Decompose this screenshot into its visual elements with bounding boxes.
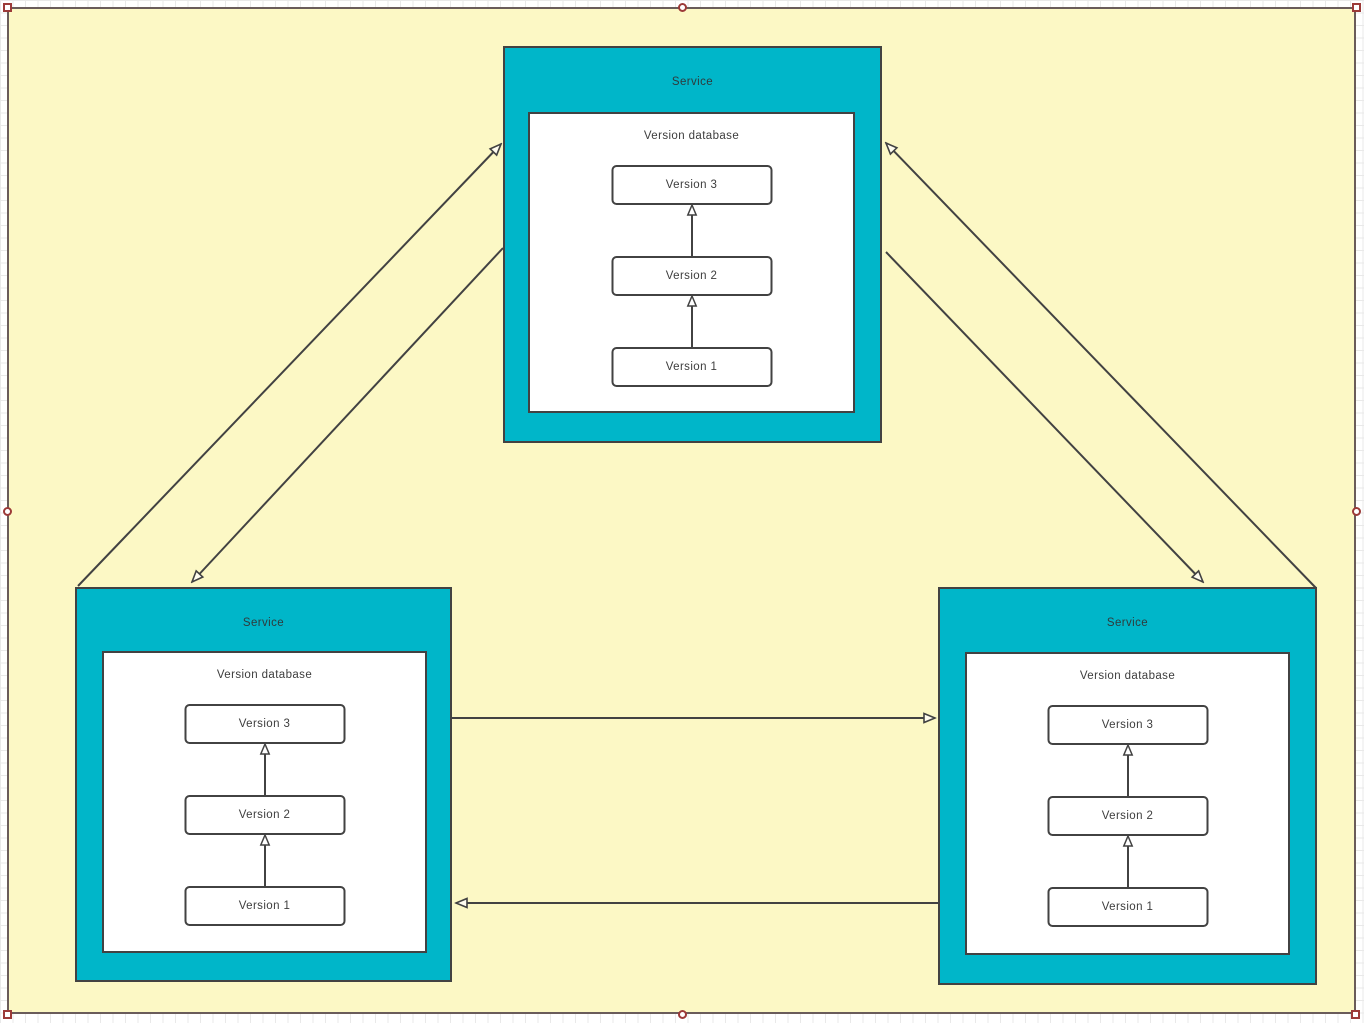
resize-handle-right-middle[interactable] <box>1352 507 1361 516</box>
version-1-box[interactable]: Version 1 <box>611 347 772 387</box>
connector-top-to-bl[interactable] <box>192 247 504 582</box>
up-arrow-connector[interactable] <box>684 294 700 348</box>
connector-br-to-top[interactable] <box>886 143 1317 589</box>
service-box-bottom-right[interactable]: Service Version database Version 3 Versi… <box>938 587 1317 985</box>
up-arrow-connector[interactable] <box>1120 834 1136 888</box>
version-database-box[interactable]: Version database Version 3 Version 2 Ver… <box>528 112 855 413</box>
resize-handle-left-middle[interactable] <box>3 507 12 516</box>
version-database-box[interactable]: Version database Version 3 Version 2 Ver… <box>965 652 1290 955</box>
version-3-box[interactable]: Version 3 <box>1047 705 1208 745</box>
version-2-box[interactable]: Version 2 <box>184 795 345 835</box>
service-title: Service <box>671 76 714 88</box>
version-1-box[interactable]: Version 1 <box>1047 887 1208 927</box>
up-arrow-connector[interactable] <box>257 742 273 796</box>
resize-handle-top-center[interactable] <box>678 3 687 12</box>
version-database-title: Version database <box>216 669 313 681</box>
version-database-title: Version database <box>1079 670 1176 682</box>
resize-handle-bottom-left[interactable] <box>3 1010 12 1019</box>
version-2-box[interactable]: Version 2 <box>1047 796 1208 836</box>
up-arrow-connector[interactable] <box>1120 743 1136 797</box>
version-1-box[interactable]: Version 1 <box>184 886 345 926</box>
connector-bl-to-top[interactable] <box>77 144 501 587</box>
version-database-title: Version database <box>643 130 740 142</box>
resize-handle-bottom-right[interactable] <box>1351 1010 1360 1019</box>
version-database-box[interactable]: Version database Version 3 Version 2 Ver… <box>102 651 427 953</box>
up-arrow-connector[interactable] <box>257 833 273 887</box>
service-box-bottom-left[interactable]: Service Version database Version 3 Versi… <box>75 587 452 982</box>
resize-handle-bottom-center[interactable] <box>678 1010 687 1019</box>
resize-handle-top-left[interactable] <box>3 3 12 12</box>
service-title: Service <box>242 617 285 629</box>
service-title: Service <box>1106 617 1149 629</box>
up-arrow-connector[interactable] <box>684 203 700 257</box>
version-2-box[interactable]: Version 2 <box>611 256 772 296</box>
connector-top-to-br[interactable] <box>885 251 1203 582</box>
service-box-top[interactable]: Service Version database Version 3 Versi… <box>503 46 882 443</box>
version-3-box[interactable]: Version 3 <box>611 165 772 205</box>
resize-handle-top-right[interactable] <box>1352 3 1361 12</box>
version-3-box[interactable]: Version 3 <box>184 704 345 744</box>
